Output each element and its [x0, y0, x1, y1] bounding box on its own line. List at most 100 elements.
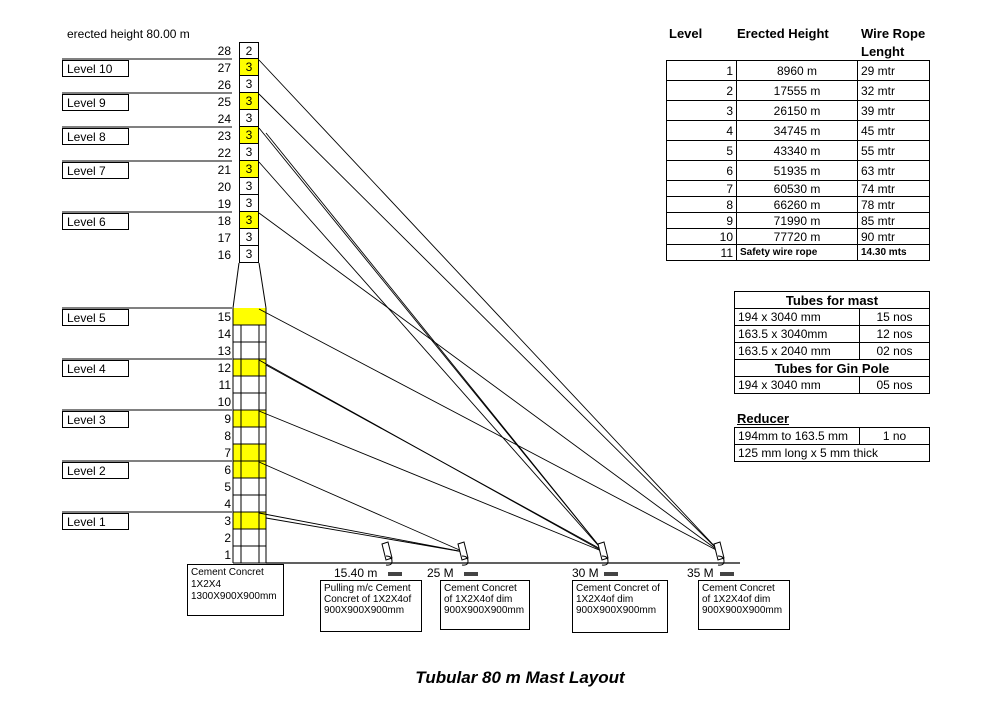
segment-number: 2: [224, 531, 231, 545]
tubes-mast-title: Tubes for mast: [734, 291, 930, 309]
mast-highlight: [233, 410, 266, 427]
segment-number: 4: [224, 497, 231, 511]
tube-qty: 12 nos: [859, 325, 930, 343]
guy-wire: [258, 161, 605, 553]
rope-cell: 45 mtr: [857, 120, 930, 141]
anchor-text: of 1X2X4of dim: [444, 594, 513, 605]
guy-wire: [265, 364, 607, 553]
segment-number: 17: [217, 231, 231, 245]
segment-number: 21: [217, 163, 231, 177]
anchor-plate: [464, 572, 478, 576]
anchor-text: 900X900X900mm: [324, 605, 405, 616]
mast-highlight: [233, 444, 266, 461]
segment-number: 28: [217, 44, 231, 58]
height-cell: 51935 m: [736, 160, 858, 181]
segment-number: 7: [224, 446, 231, 460]
segment-number: 13: [217, 344, 231, 358]
guy-wire: [265, 132, 605, 553]
anchor-text: 1X2X4of dim: [576, 594, 634, 605]
guy-wire: [258, 410, 605, 553]
anchor-hook: [601, 555, 609, 566]
level-cell: 1: [666, 60, 737, 81]
height-cell: 77720 m: [736, 228, 858, 245]
tube-size: 194 x 3040 mm: [734, 308, 860, 326]
mast-cell: 3: [239, 93, 259, 110]
rope-cell: 39 mtr: [857, 100, 930, 121]
mast-taper: [258, 262, 267, 309]
table-header-rope: Wire Rope: [861, 26, 926, 41]
anchor-text: 900X900X900mm: [702, 605, 783, 616]
anchor-hook: [717, 555, 725, 566]
segment-number: 1: [224, 548, 231, 562]
level-label: Level 10: [62, 60, 129, 77]
height-cell: 17555 m: [736, 80, 858, 101]
segment-number: 16: [217, 248, 231, 262]
table-header-rope-2: Lenght: [861, 44, 905, 59]
mast-cell: 3: [239, 178, 259, 195]
anchor-text: of 1X2X4of dim: [702, 594, 771, 605]
segment-number: 24: [217, 112, 231, 126]
segment-number: 14: [217, 327, 231, 341]
mast-cell: 3: [239, 229, 259, 246]
mast-cell: 2: [239, 42, 259, 59]
erected-height-label: erected height 80.00 m: [67, 27, 190, 41]
base-concrete-block: Cement Concret 1X2X4 1300X900X900mm: [187, 564, 284, 616]
anchor-text: Cement Concret of: [576, 583, 660, 594]
reducer-dim: 125 mm long x 5 mm thick: [734, 444, 930, 462]
segment-number: 8: [224, 429, 231, 443]
segment-number: 18: [217, 214, 231, 228]
anchor-block: Pulling m/c Cement Concret of 1X2X4of 90…: [320, 580, 422, 632]
anchor-text: Pulling m/c Cement: [324, 583, 411, 594]
anchor-text: 900X900X900mm: [576, 605, 657, 616]
tube-qty: 15 nos: [859, 308, 930, 326]
rope-cell: 63 mtr: [857, 160, 930, 181]
guy-wire: [258, 308, 721, 553]
height-cell: 43340 m: [736, 140, 858, 161]
anchor-text: Cement Concret: [702, 583, 775, 594]
rope-cell: 90 mtr: [857, 228, 930, 245]
level-label: Level 8: [62, 128, 129, 145]
mast-highlight: [233, 461, 266, 478]
tube-size: 163.5 x 2040 mm: [734, 342, 860, 360]
anchor-symbol: [713, 541, 725, 561]
anchor-symbol: [597, 541, 609, 561]
segment-number: 3: [224, 514, 231, 528]
anchor-plate: [720, 572, 734, 576]
mast-cell: 3: [239, 76, 259, 93]
table-header-height: Erected Height: [737, 26, 829, 41]
anchor-distance: 30 M: [572, 566, 599, 580]
guy-wire: [258, 512, 465, 553]
level-label: Level 3: [62, 411, 129, 428]
anchor-distance: 25 M: [427, 566, 454, 580]
anchor-hook: [461, 555, 469, 566]
mast-highlight: [233, 512, 266, 529]
segment-number: 6: [224, 463, 231, 477]
anchor-plate: [388, 572, 402, 576]
reducer-qty: 1 no: [859, 427, 930, 445]
level-cell: 8: [666, 196, 737, 213]
height-cell: 60530 m: [736, 180, 858, 197]
segment-number: 12: [217, 361, 231, 375]
segment-number: 15: [217, 310, 231, 324]
base-block-line: 1X2X4: [191, 579, 222, 590]
level-label: Level 1: [62, 513, 129, 530]
tube-size: 194 x 3040 mm: [734, 376, 860, 394]
anchor-symbol: [457, 541, 469, 561]
base-block-line: Cement Concret: [191, 567, 264, 578]
level-label: Level 4: [62, 360, 129, 377]
mast-cell: 3: [239, 144, 259, 161]
mast-cell: 3: [239, 212, 259, 229]
segment-number: 20: [217, 180, 231, 194]
segment-number: 25: [217, 95, 231, 109]
mast-cell: 3: [239, 161, 259, 178]
anchor-block: Cement Concret of 1X2X4of dim 900X900X90…: [698, 580, 790, 630]
